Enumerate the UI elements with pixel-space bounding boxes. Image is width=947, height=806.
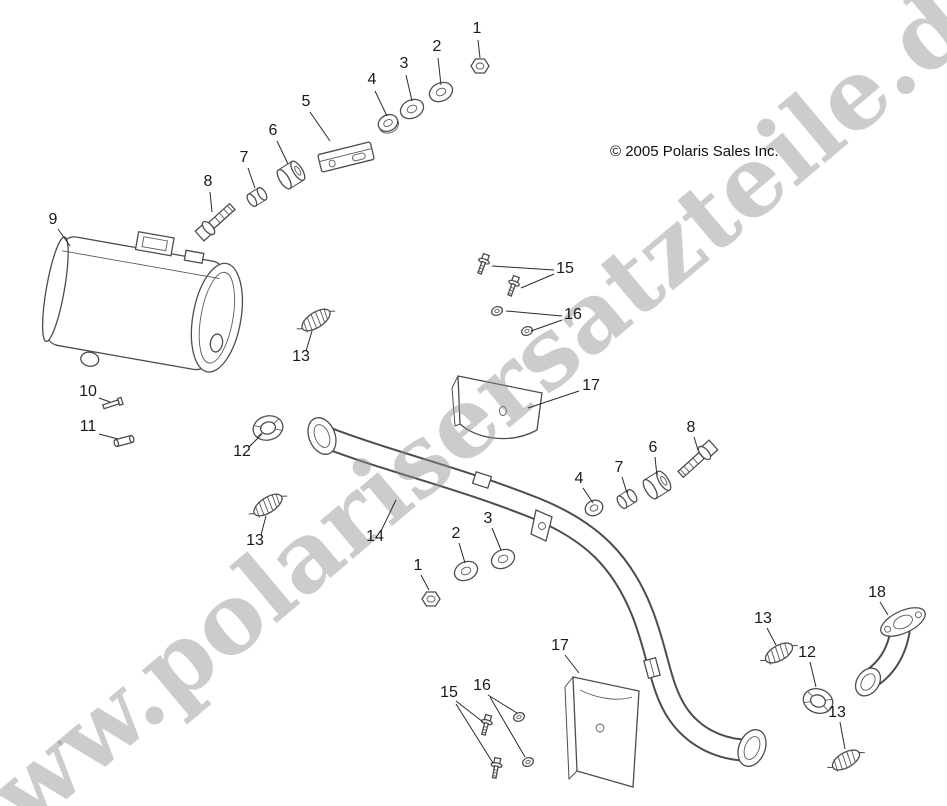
lock-washer <box>377 113 399 134</box>
callout-number: 1 <box>473 20 482 37</box>
exhaust-head-pipe <box>307 417 767 767</box>
exhaust-spring <box>248 493 288 518</box>
callout-number: 1 <box>414 557 423 574</box>
callout-number: 4 <box>368 71 377 88</box>
rubber-bushing <box>642 470 672 500</box>
flange-bolt <box>480 713 493 736</box>
callout-number: 16 <box>564 306 582 323</box>
exhaust-gasket <box>802 688 834 714</box>
flange-bolt <box>477 252 491 275</box>
callout-number: 13 <box>754 610 772 627</box>
callout-number: 2 <box>452 525 461 542</box>
flat-washer <box>399 98 425 120</box>
callout-number: 3 <box>484 510 493 527</box>
callout-number: 13 <box>828 704 846 721</box>
callout-number: 6 <box>649 439 658 456</box>
hex-nut <box>470 58 490 74</box>
pipe-bracket <box>471 471 493 489</box>
exhaust-spring <box>760 642 798 665</box>
manifold-elbow <box>854 607 926 697</box>
pipe-inlet-flange <box>307 417 337 455</box>
callout-number: 15 <box>556 260 574 277</box>
exhaust-spring <box>827 749 865 772</box>
flat-washer <box>428 81 454 103</box>
small-washer <box>490 305 504 317</box>
lock-washer <box>584 499 604 517</box>
callout-number: 13 <box>246 532 264 549</box>
callout-number: 7 <box>615 459 624 476</box>
callout-number: 4 <box>575 470 584 487</box>
callout-number: 16 <box>473 677 491 694</box>
muffler-drain-stub <box>80 351 100 367</box>
exhaust-spring <box>296 308 336 333</box>
leader-lines <box>57 39 889 764</box>
callout-number: 15 <box>440 684 458 701</box>
callout-number: 8 <box>687 419 696 436</box>
bolt <box>677 439 719 479</box>
heat-shield-upper <box>451 375 543 440</box>
pipe-clamp <box>643 656 661 680</box>
exhaust-gasket <box>252 415 284 441</box>
callout-number: 12 <box>798 644 816 661</box>
mount-bracket-plate <box>317 141 375 173</box>
heat-shield-lower <box>564 676 640 788</box>
callout-number: 13 <box>292 348 310 365</box>
hex-nut <box>421 591 441 607</box>
small-washer <box>521 756 535 768</box>
copyright-text: © 2005 Polaris Sales Inc. <box>610 143 779 160</box>
callout-number: 17 <box>551 637 569 654</box>
spacer <box>246 186 268 208</box>
callout-number: 2 <box>433 38 442 55</box>
callout-number: 10 <box>79 383 97 400</box>
flat-washer <box>490 548 516 570</box>
pipe-hanger-tab <box>530 509 553 542</box>
spacer <box>616 488 638 510</box>
callout-number: 8 <box>204 173 213 190</box>
flange-bolt <box>490 756 503 779</box>
muffler-mount-bracket <box>134 231 175 257</box>
rubber-bushing <box>276 160 306 190</box>
small-washer <box>520 325 534 337</box>
pipe-outlet-tip <box>737 729 767 767</box>
callout-number: 6 <box>269 122 278 139</box>
flat-washer <box>453 560 479 582</box>
flange-bolt <box>507 274 521 297</box>
callout-number: 3 <box>400 55 409 72</box>
callout-number: 9 <box>49 211 58 228</box>
callout-number: 14 <box>366 528 384 545</box>
cotter-pin <box>102 396 124 410</box>
clip-sleeve <box>113 434 135 448</box>
muffler <box>41 231 244 373</box>
callout-number: 12 <box>233 443 251 460</box>
callout-number: 18 <box>868 584 886 601</box>
callout-number: 7 <box>240 149 249 166</box>
bolt <box>194 202 236 242</box>
callout-number: 5 <box>302 93 311 110</box>
callout-number: 11 <box>80 418 97 435</box>
small-washer <box>512 711 526 723</box>
muffler-outlet <box>209 333 224 353</box>
callout-number: 17 <box>582 377 600 394</box>
